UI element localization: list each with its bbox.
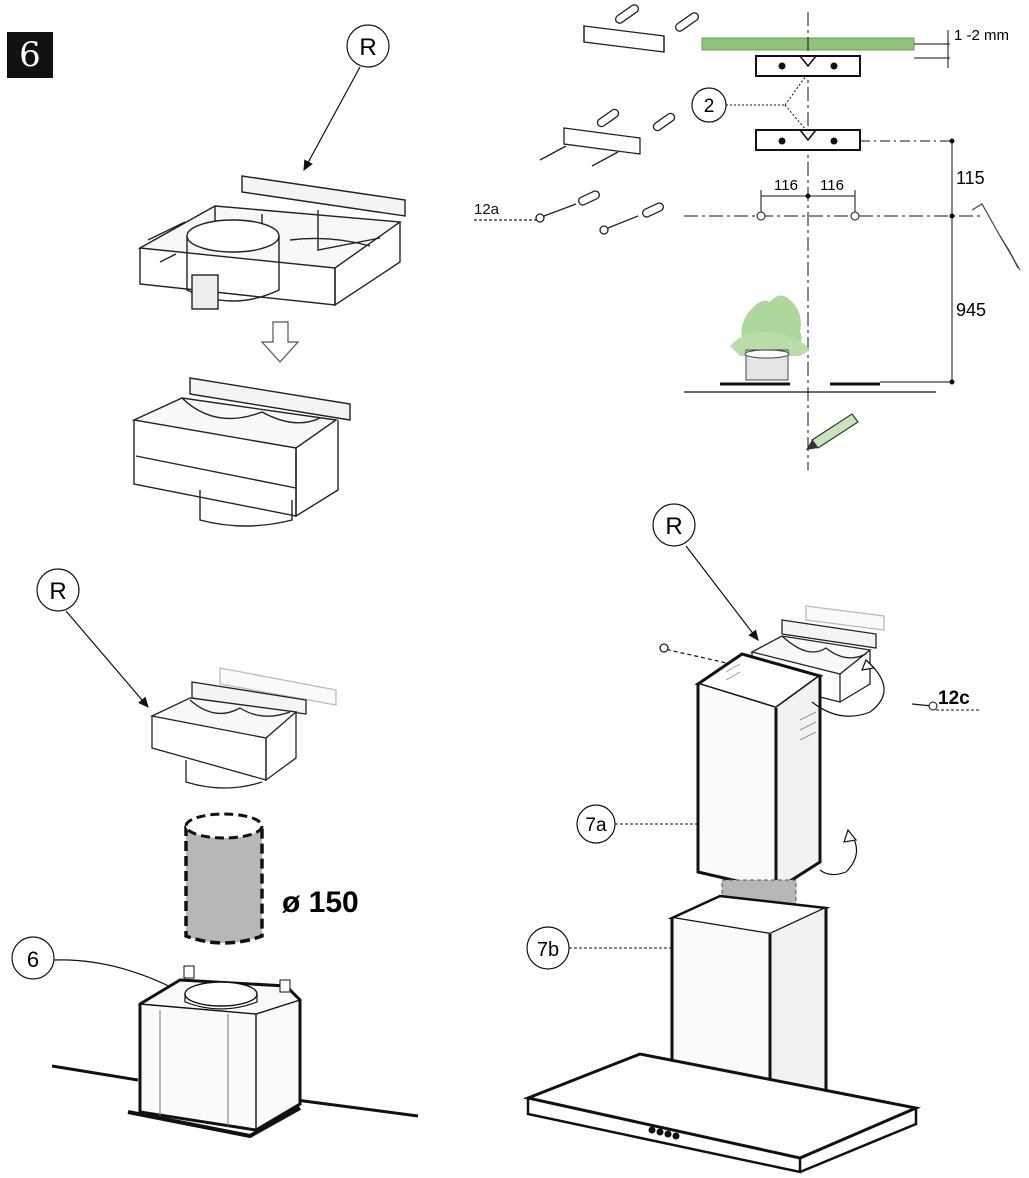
screw-icon: [539, 145, 567, 161]
screw-icon: [607, 215, 639, 229]
drill-holes: 116 116: [684, 177, 980, 221]
cooktop-plant: [684, 295, 952, 393]
callout-r-right: R: [652, 503, 759, 641]
drill-icon: [971, 203, 1021, 271]
label-part-7b: 7b: [537, 939, 559, 961]
down-arrow-icon: [260, 321, 300, 363]
hood-motor-body: [51, 965, 419, 1139]
callout-7a: 7a: [576, 804, 698, 844]
callout-r-middle-left: R: [36, 568, 149, 708]
step-badge: 6: [7, 32, 53, 78]
gap-dimension-label: 1 -2 mm: [954, 27, 1009, 44]
height-dimension: 115 945: [949, 138, 986, 385]
control-buttons: [648, 1126, 680, 1140]
screw-12c: 12c: [911, 688, 980, 711]
screw-icon: [543, 203, 577, 217]
wall-plug-icon: [596, 108, 620, 128]
wall-bracket-upper: [755, 55, 861, 77]
label-part-7a: 7a: [585, 815, 607, 836]
middle-bracket-assembly: [149, 667, 337, 789]
label-part-12a: 12a: [474, 201, 500, 218]
wall-bracket-lower: [755, 129, 952, 151]
screw-icon: [591, 151, 619, 167]
loose-bracket-top: [583, 4, 700, 53]
label-r-middle-left: R: [49, 578, 66, 605]
wall-plug-icon: [674, 12, 700, 32]
callout-2: 2: [691, 75, 807, 131]
chimney-bracket: [659, 605, 885, 703]
duct-diameter-label: ø 150: [282, 886, 359, 919]
height-upper-label: 115: [956, 168, 985, 188]
spacing-right-label: 116: [820, 177, 844, 194]
screws-12a: 12a: [474, 190, 664, 235]
pencil-icon: [806, 413, 859, 450]
wall-plug-icon: [614, 4, 640, 24]
callout-7b: 7b: [526, 926, 672, 970]
hood-canopy: [522, 1052, 922, 1174]
loose-bracket-middle: [539, 108, 676, 167]
height-lower-label: 945: [956, 300, 986, 320]
upper-bracket-assembly: [137, 175, 406, 310]
label-r-right: R: [665, 513, 682, 540]
curved-arrow-icon: [811, 658, 885, 876]
wall-plug-icon: [652, 112, 676, 132]
wall-plug-icon: [642, 202, 664, 218]
spacing-left-label: 116: [774, 177, 798, 194]
label-part-2: 2: [704, 96, 715, 117]
callout-6: 6: [11, 936, 190, 997]
label-r-top: R: [359, 34, 376, 61]
flexible-duct: ø 150: [184, 812, 359, 945]
callout-r-top: R: [303, 24, 390, 172]
label-part-6: 6: [27, 947, 39, 972]
label-part-12c: 12c: [938, 688, 970, 709]
wall-plug-icon: [578, 190, 600, 206]
screw-icon: [659, 643, 669, 653]
upper-chimney-7a: [694, 652, 824, 893]
lower-bracket-assembly: [131, 377, 351, 527]
